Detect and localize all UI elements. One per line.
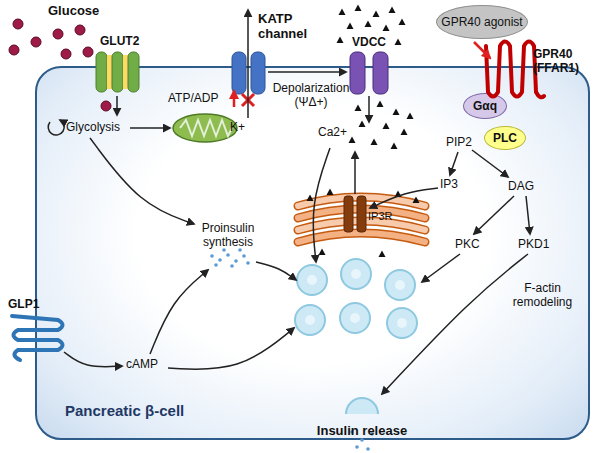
receptor-label: GPR40 (FFAR1)	[533, 48, 597, 76]
enzyme-oval: PLC	[484, 126, 526, 150]
process-label: F-actin remodeling	[500, 282, 585, 310]
glucose-molecule	[75, 25, 85, 35]
ratio-label: ATP/ADP	[168, 92, 218, 106]
pathway-arrow	[474, 42, 490, 58]
calcium-ion	[365, 21, 372, 28]
calcium-ion	[339, 9, 346, 16]
calcium-ion	[395, 39, 402, 46]
process-label: Proinsulin synthesis	[186, 222, 270, 250]
kinase-label: PKC	[455, 238, 480, 252]
kinase-label: PKD1	[518, 238, 549, 252]
cell-title: Pancreatic β-cell	[65, 402, 184, 419]
molecule-label: Glucose	[48, 4, 99, 19]
protein-oval: Gαq	[463, 93, 507, 119]
channel-label: VDCC	[352, 36, 386, 50]
glucose-molecule	[9, 45, 19, 55]
calcium-ion	[355, 5, 362, 12]
agonist-ellipse: GPR40 agonist	[436, 5, 528, 39]
calcium-ion	[399, 19, 406, 26]
glucose-molecule	[83, 47, 93, 57]
node-text: Gαq	[473, 99, 497, 113]
receptor-label: IP3R	[368, 210, 392, 223]
transporter-label: GLUT2	[100, 35, 139, 49]
calcium-ion	[347, 23, 354, 30]
insulin-dot	[355, 445, 359, 449]
calcium-ion	[383, 25, 390, 32]
molecule-label: PIP2	[446, 136, 472, 150]
node-text: PLC	[493, 131, 517, 145]
molecule-label: cAMP	[126, 358, 158, 372]
calcium-ion	[373, 11, 380, 18]
insulin-dot	[366, 447, 370, 451]
molecule-label: IP3	[440, 178, 458, 192]
calcium-ion	[389, 7, 396, 14]
glucose-molecule	[61, 49, 71, 59]
node-text: GPR40 agonist	[441, 15, 522, 29]
ion-label: K+	[230, 121, 245, 135]
molecule-label: DAG	[508, 180, 534, 194]
glucose-molecule	[53, 29, 63, 39]
glucose-molecule	[31, 37, 41, 47]
channel-label: KATP channel	[258, 12, 310, 42]
calcium-ion	[337, 37, 344, 44]
receptor-label: GLP1	[8, 298, 39, 312]
process-label: Glycolysis	[66, 121, 120, 135]
ion-label: Ca2+	[318, 126, 347, 140]
glucose-molecule	[13, 19, 23, 29]
process-label: Depolarization (ΨΔ+)	[270, 82, 352, 110]
process-label: Insulin release	[307, 424, 417, 439]
